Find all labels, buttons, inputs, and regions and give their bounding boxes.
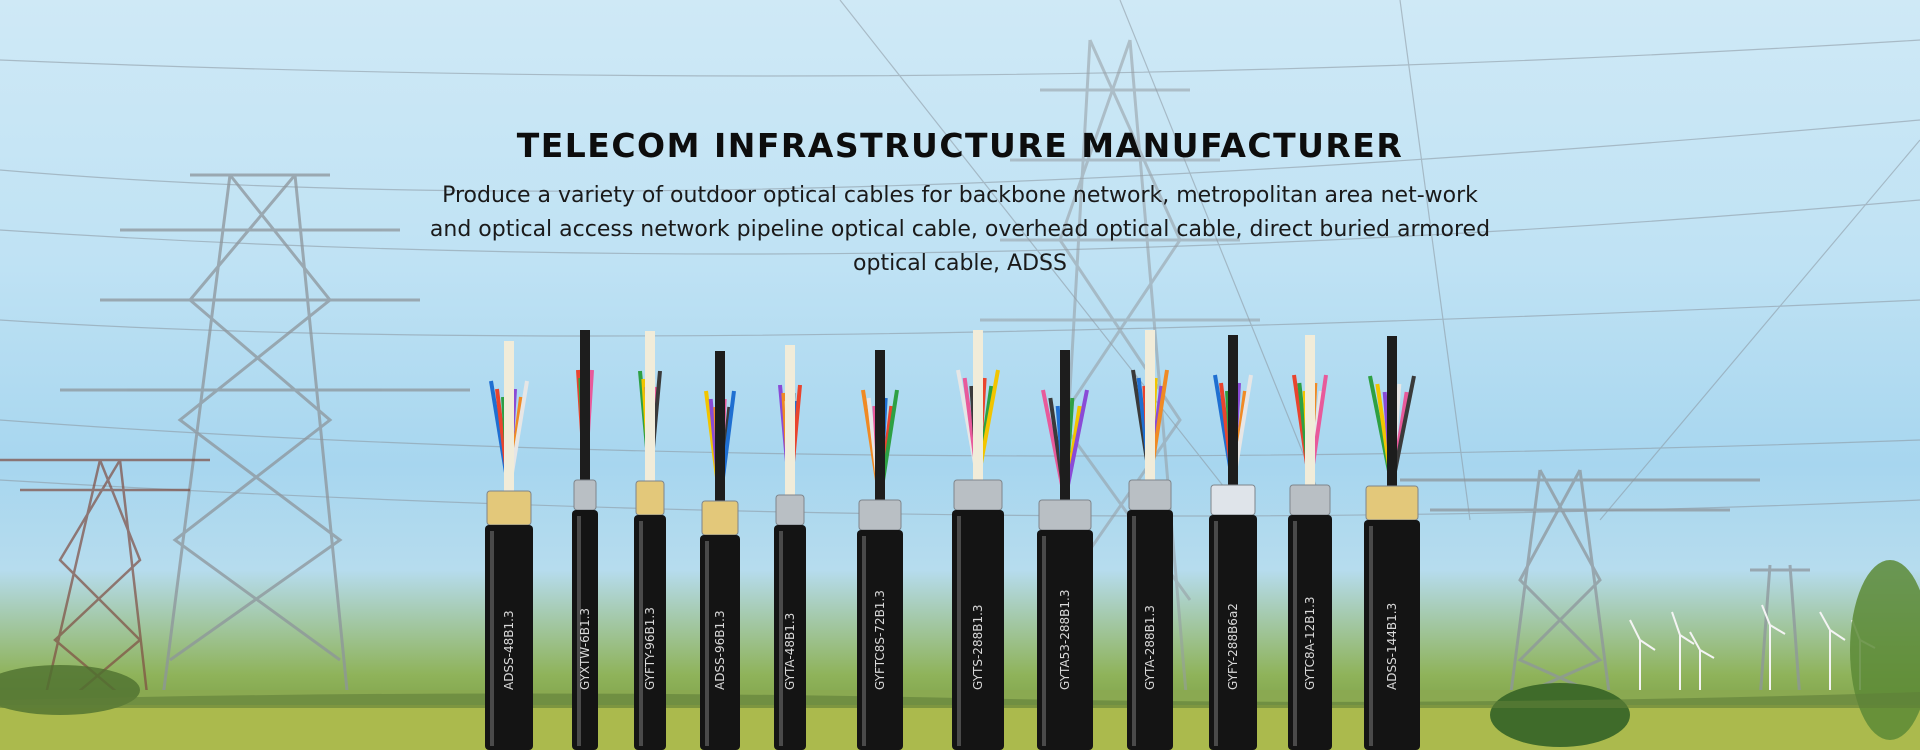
cable-label: GYFTC8S-72B1.3 [873, 590, 887, 690]
cable-label: ADSS-96B1.3 [713, 610, 727, 690]
cable-fibers [1292, 335, 1328, 486]
cable-fibers [576, 330, 594, 481]
cable-highlight [957, 516, 961, 746]
cable-highlight [862, 536, 866, 746]
cable-fibers [704, 351, 736, 502]
cable-fibers [778, 345, 802, 496]
cable-jacket [1037, 530, 1093, 750]
cable-highlight [705, 541, 709, 746]
pylon-left-large [60, 173, 470, 721]
cable-highlight [1214, 521, 1218, 746]
wind-turbines [1629, 604, 1876, 700]
cable-jacket [485, 525, 533, 750]
cable-highlight [779, 531, 783, 746]
cable-label: GYTA-48B1.3 [783, 613, 797, 690]
cable-jacket [1127, 510, 1173, 750]
cable-jacket [1364, 520, 1420, 750]
cable-label: GYTC8A-12B1.3 [1303, 596, 1317, 690]
cable-label: GYTA53-288B1.3 [1058, 590, 1072, 690]
cable-label: ADSS-144B1.3 [1385, 603, 1399, 690]
fiber-cables-illustration: ADSS-48B1.3 GYXTW-6B1.3 GYFTY-96B1.3 ADSS-9… [485, 330, 1420, 750]
cable-fibers [1213, 335, 1253, 486]
cable-jacket [952, 510, 1004, 750]
cable-jacket [1209, 515, 1257, 750]
cable-highlight [639, 521, 643, 746]
cable-fibers [489, 341, 529, 492]
cable-armor-band [701, 500, 739, 536]
cable-label: GYTA-288B1.3 [1143, 605, 1157, 690]
cable-armor-band [1038, 499, 1092, 531]
cable-label: GYXTW-6B1.3 [578, 608, 592, 690]
pylon-right [1400, 469, 1810, 702]
cable-fibers [1041, 350, 1089, 501]
cable-armor-band [1365, 485, 1419, 521]
cable-fibers [1131, 330, 1169, 481]
cable-highlight [1132, 516, 1136, 746]
cable-fibers [861, 350, 899, 501]
cable-label: GYFTY-96B1.3 [643, 607, 657, 690]
cable-highlight [1369, 526, 1373, 746]
cable-jacket [700, 535, 740, 750]
cable-highlight [1042, 536, 1046, 746]
cable-armor-band [858, 499, 902, 531]
cable-highlight [577, 516, 581, 746]
cable-fibers [638, 331, 662, 482]
cable-armor-band [635, 480, 665, 516]
cable-highlight [1293, 521, 1297, 746]
cable-label: GYFY-288B6a2 [1226, 603, 1240, 690]
cable-fibers [956, 330, 1000, 481]
cable-armor-band [1128, 479, 1172, 511]
cable-armor-band [953, 479, 1003, 511]
cable-armor-band [1210, 484, 1256, 516]
cable-jacket [1288, 515, 1332, 750]
cable-armor-band [775, 494, 805, 526]
cable-highlight [490, 531, 494, 746]
cable-fibers [1368, 336, 1416, 487]
cable-armor-band [573, 479, 597, 511]
cable-label: ADSS-48B1.3 [502, 610, 516, 690]
cable-armor-band [1289, 484, 1331, 516]
cable-armor-band [486, 490, 532, 526]
power-lines [0, 0, 1920, 521]
cable-label: GYTS-288B1.3 [971, 604, 985, 690]
cable-jacket [857, 530, 903, 750]
